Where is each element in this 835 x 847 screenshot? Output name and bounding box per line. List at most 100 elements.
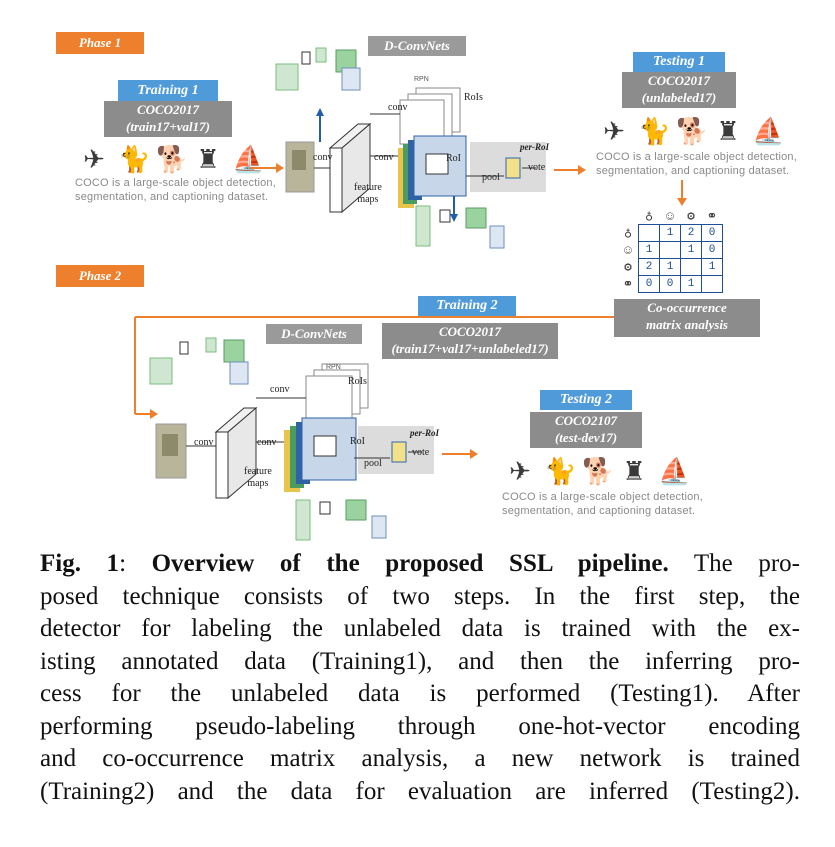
dconvnets-box bbox=[368, 36, 466, 56]
roi-pooled-2 bbox=[391, 441, 407, 463]
testing1-desc: COCO is a large-scale object detection, … bbox=[596, 150, 797, 178]
conv-label-1b: conv bbox=[388, 102, 408, 113]
inset2-feature-map bbox=[415, 205, 431, 247]
inset-arrowhead bbox=[316, 108, 324, 116]
input-image-detail-2 bbox=[162, 434, 178, 456]
desc-line2: segmentation, and captioning dataset. bbox=[75, 191, 269, 203]
fmap-main-2 bbox=[301, 417, 357, 481]
caption-line-3: detector for labeling the unlabeled data… bbox=[40, 615, 800, 642]
matrix-cell: 1 bbox=[701, 258, 723, 276]
arrow-head bbox=[276, 163, 284, 173]
per-roi-label-2: per-RoI bbox=[410, 428, 439, 438]
matrix-cell: 0 bbox=[659, 275, 681, 293]
caption-line-7: and co-occurrence matrix analysis, a new… bbox=[40, 745, 800, 772]
matrix-cell: 1 bbox=[680, 275, 702, 293]
inset-feature-map-2 bbox=[149, 357, 173, 385]
inset-grid-2 bbox=[223, 339, 245, 363]
matrix-cell bbox=[638, 224, 660, 242]
bicycle-icon: ⚭ bbox=[622, 276, 634, 292]
boat-icon: ⛵ bbox=[658, 456, 691, 486]
matrix-cell: 0 bbox=[638, 275, 660, 293]
inset-feature-map bbox=[275, 63, 299, 91]
desc-line1: COCO is a large-scale object detection, bbox=[596, 151, 797, 163]
conv-block-front-2 bbox=[215, 431, 229, 499]
desc-line2: segmentation, and captioning dataset. bbox=[596, 165, 790, 177]
cat-face-icon: ☺ bbox=[666, 208, 674, 224]
inset-offset bbox=[315, 47, 327, 63]
training2-dataset-box: COCO2017 (train17+val17+unlabeled17) bbox=[382, 323, 558, 359]
phase2-label: Phase 2 bbox=[56, 265, 144, 287]
feature-maps-label-1: feature maps bbox=[354, 182, 382, 206]
training2-split: (train17+val17+unlabeled17) bbox=[391, 341, 549, 356]
matrix-cell: 1 bbox=[680, 241, 702, 259]
caption-line-1: Fig. 1: Overview of the proposed SSL pip… bbox=[40, 550, 800, 577]
testing1-icons: ✈ 🐈 🐕 ♜ ⛵ bbox=[600, 116, 785, 147]
testing2-icons: ✈ 🐈 🐕 ♜ ⛵ bbox=[506, 456, 691, 487]
matrix-title-box: Co-occurrence matrix analysis bbox=[614, 299, 760, 337]
feature-word: feature bbox=[354, 182, 382, 193]
maps-word: maps bbox=[357, 194, 379, 205]
inset3-feature-map bbox=[295, 499, 311, 541]
matrix-cell: 2 bbox=[680, 224, 702, 242]
arrow-to-testing2-head bbox=[470, 449, 478, 459]
per-roi-label-1: per-RoI bbox=[520, 142, 549, 152]
hydrant-icon: ♜ bbox=[196, 144, 220, 174]
roi-label-2: RoI bbox=[350, 436, 365, 447]
phase2-network-diagram bbox=[144, 324, 478, 541]
cat-icon: 🐈 bbox=[118, 144, 151, 174]
cat-icon: 🐈 bbox=[638, 116, 671, 146]
training1-dataset-box: COCO2017 (train17+val17) bbox=[104, 101, 232, 137]
training1-title: Training 1 bbox=[118, 80, 218, 102]
testing1-dataset-box: COCO2017 (unlabeled17) bbox=[622, 72, 736, 108]
inset-conv-box bbox=[301, 51, 311, 65]
inset-output-2 bbox=[229, 361, 249, 385]
conv-label-2c: conv bbox=[257, 437, 277, 448]
desc-line2: segmentation, and captioning dataset. bbox=[502, 505, 696, 517]
training2-title: Training 2 bbox=[418, 296, 516, 316]
rpn-label-1: RPN bbox=[414, 76, 429, 83]
feature-word: feature bbox=[244, 466, 272, 477]
training1-desc: COCO is a large-scale object detection, … bbox=[75, 176, 276, 204]
conv-label-1a: conv bbox=[313, 152, 333, 163]
roi-pooled bbox=[505, 157, 521, 179]
caption-line-8: (Training2) and the data for evaluation … bbox=[40, 777, 800, 805]
testing2-dataset-box: COCO2107 (test-dev17) bbox=[530, 412, 642, 448]
arrow-to-testing1-head bbox=[578, 165, 586, 175]
rpn-label-2: RPN bbox=[326, 364, 341, 371]
dog-icon: 🐕 bbox=[676, 116, 709, 146]
training1-dataset: COCO2017 bbox=[136, 102, 200, 117]
rpn-frame-front-2 bbox=[305, 375, 353, 421]
testing2-split: (test-dev17) bbox=[554, 430, 618, 445]
feature-maps-label-2: feature maps bbox=[244, 466, 272, 490]
dconvnets-label-2: D-ConvNets bbox=[281, 326, 347, 341]
matrix-cell bbox=[680, 258, 702, 276]
conv-block-side bbox=[341, 122, 371, 214]
testing1-dataset: COCO2017 bbox=[647, 73, 711, 88]
airplane-icon: ✈ bbox=[509, 456, 531, 486]
matrix-cell: 1 bbox=[659, 258, 681, 276]
inset3-grid bbox=[345, 499, 367, 521]
desc-line1: COCO is a large-scale object detection, bbox=[502, 491, 703, 503]
matrix-corner bbox=[618, 208, 639, 225]
matrix-cell: 0 bbox=[701, 241, 723, 259]
roi-box bbox=[425, 153, 449, 175]
inset2-output bbox=[489, 225, 505, 249]
motorbike-icon: ⚙ bbox=[687, 208, 695, 224]
testing2-desc: COCO is a large-scale object detection, … bbox=[502, 490, 703, 518]
airplane-icon: ✈ bbox=[83, 144, 105, 174]
matrix-cell: 0 bbox=[701, 224, 723, 242]
inset3-output bbox=[371, 515, 387, 539]
phase1-label: Phase 1 bbox=[56, 32, 144, 54]
rois-label-1: RoIs bbox=[464, 92, 483, 103]
dog-icon: 🐕 bbox=[156, 144, 189, 174]
airplane-icon: ✈ bbox=[603, 116, 625, 146]
boat-icon: ⛵ bbox=[752, 116, 785, 146]
cat-face-icon: ☺ bbox=[624, 242, 632, 258]
cooccurrence-matrix: ♁ ☺ ⚙ ⚭ ♁ 1 2 0 ☺ 1 1 0 ⚙ 2 1 1 ⚭ 0 bbox=[618, 208, 723, 293]
matrix-cell bbox=[701, 275, 723, 293]
matrix-cell: 1 bbox=[638, 241, 660, 259]
caption-line-4: isting annotated data (Training1), and t… bbox=[40, 647, 800, 675]
caption-line-5: cess for the unlabeled data is performed… bbox=[40, 680, 800, 707]
cat-icon: 🐈 bbox=[544, 456, 577, 486]
apple-icon: ♁ bbox=[624, 225, 632, 241]
